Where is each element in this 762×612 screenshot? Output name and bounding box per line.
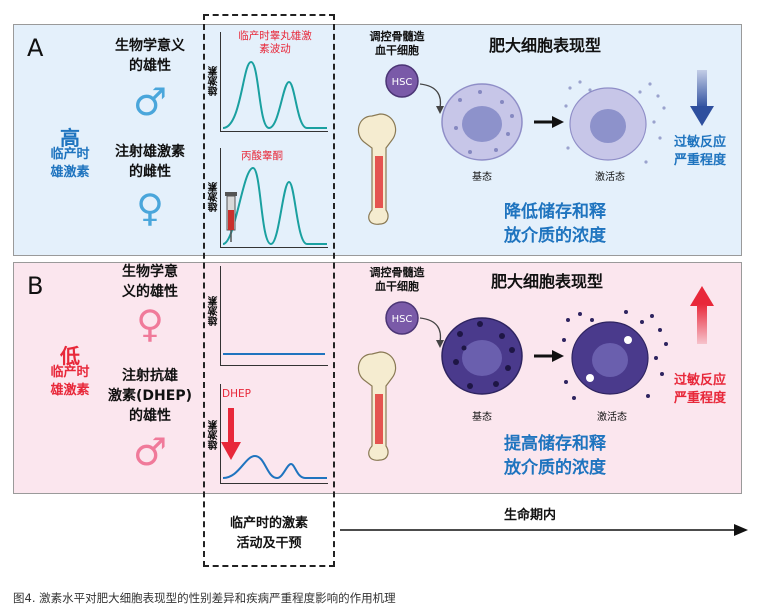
panel-a-group1-label: 生物学意义 的雄性 bbox=[100, 36, 200, 76]
intervention-column bbox=[203, 14, 335, 567]
panel-a-progenitor-line2: 血干细胞 bbox=[375, 44, 419, 57]
mast-cell-icon bbox=[441, 80, 666, 164]
panel-b-state-basal: 基态 bbox=[472, 412, 492, 423]
panel-a-group2-line2: 的雌性 bbox=[129, 164, 171, 180]
hsc-cell-icon: HSC bbox=[384, 300, 420, 340]
panel-a-chart1 bbox=[220, 32, 328, 132]
panel-b-progenitor-line2: 血干细胞 bbox=[375, 280, 419, 293]
panel-a-condition-line1: 临产时 bbox=[50, 147, 90, 162]
down-arrow-icon bbox=[690, 70, 714, 132]
panel-b-description-line1: 提高储存和释 bbox=[504, 434, 606, 454]
panel-a-phenotype-title: 肥大细胞表现型 bbox=[488, 36, 601, 55]
panel-a-chart2-curve bbox=[222, 166, 327, 246]
panel-a-condition-level: 高 bbox=[60, 126, 80, 150]
panel-a-group2-line1: 注射雄激素 bbox=[115, 144, 185, 160]
panel-a-chart1-title-line2: 素波动 bbox=[259, 43, 291, 55]
panel-a-group1-line1: 生物学意义 bbox=[115, 38, 185, 54]
panel-a-chart1-curve bbox=[222, 60, 327, 130]
intervention-line2: 活动及干预 bbox=[236, 536, 302, 551]
female-symbol-icon: ♀ bbox=[136, 302, 164, 346]
panel-a-hsc-label: HSC bbox=[392, 77, 413, 88]
up-arrow-icon bbox=[690, 286, 714, 348]
panel-b-group2-label: 注射抗雄 激素(DHEP) 的雄性 bbox=[100, 366, 200, 426]
panel-b-chart2 bbox=[220, 384, 328, 484]
panel-b-condition-line1: 临产时 bbox=[50, 365, 90, 380]
male-symbol-icon: ♂ bbox=[132, 80, 168, 124]
panel-b-bone-group bbox=[350, 296, 460, 470]
panel-a-chart1-title: 临产时睾丸雄激 素波动 bbox=[220, 30, 330, 56]
panel-a-letter: A bbox=[27, 34, 44, 62]
panel-b-condition-text: 临产时 雄激素 bbox=[30, 364, 110, 400]
panel-b-effect-line1: 过敏反应 bbox=[673, 373, 726, 388]
panel-a-condition-line2: 雄激素 bbox=[50, 165, 90, 180]
panel-a-description-line1: 降低储存和释 bbox=[504, 202, 606, 222]
panel-b-letter: B bbox=[27, 272, 44, 300]
panel-b-condition-line2: 雄激素 bbox=[50, 383, 90, 398]
panel-a-description: 降低储存和释 放介质的浓度 bbox=[460, 200, 650, 248]
hsc-cell-icon: HSC bbox=[384, 63, 420, 103]
panel-b-progenitor-line1: 调控骨髓造 bbox=[369, 266, 425, 279]
female-symbol-icon: ♀ bbox=[136, 186, 164, 230]
femur-bone-icon bbox=[357, 317, 444, 461]
panel-a-chart1-title-line1: 临产时睾丸雄激 bbox=[238, 30, 312, 42]
syringe-icon bbox=[225, 192, 237, 242]
panel-a-state-basal: 基态 bbox=[472, 172, 492, 183]
panel-a-effect: 过敏反应 严重程度 bbox=[664, 134, 736, 170]
panel-b-phenotype-title: 肥大细胞表现型 bbox=[490, 272, 603, 291]
panel-a-mast-cells bbox=[440, 78, 670, 182]
panel-a-description-line2: 放介质的浓度 bbox=[504, 226, 606, 246]
panel-a-bone-group bbox=[350, 60, 460, 234]
panel-b-hsc-label: HSC bbox=[392, 314, 413, 325]
lifespan-arrow bbox=[340, 522, 750, 542]
intervention-line1: 临产时的激素 bbox=[229, 516, 308, 531]
panel-a-effect-line2: 严重程度 bbox=[673, 153, 726, 168]
panel-a-state-activated: 激活态 bbox=[595, 172, 625, 183]
panel-b-group1-line2: 义的雄性 bbox=[122, 284, 178, 300]
panel-b-group1-label: 生物学意 义的雄性 bbox=[100, 262, 200, 302]
figure-caption: 图4. 激素水平对肥大细胞表现型的性别差异和疾病严重程度影响的作用机理 bbox=[13, 591, 396, 605]
lifespan-label: 生命期内 bbox=[503, 508, 556, 523]
male-symbol-icon: ♂ bbox=[132, 430, 168, 474]
panel-b-group2-line2: 激素(DHEP) bbox=[108, 388, 192, 404]
panel-b-chart1-curve bbox=[223, 353, 325, 355]
mast-cell-icon bbox=[441, 310, 668, 400]
panel-a-group2-label: 注射雄激素 的雌性 bbox=[100, 142, 200, 182]
intervention-label: 临产时的激素 活动及干预 bbox=[205, 514, 333, 554]
panel-a-chart2 bbox=[220, 148, 328, 248]
panel-b-effect: 过敏反应 严重程度 bbox=[664, 372, 736, 408]
panel-b-condition-level: 低 bbox=[60, 344, 80, 368]
panel-a-group1-line2: 的雄性 bbox=[129, 58, 171, 74]
panel-b-mast-cells bbox=[440, 310, 670, 414]
panel-b-state-activated: 激活态 bbox=[597, 412, 627, 423]
panel-b-description: 提高储存和释 放介质的浓度 bbox=[460, 432, 650, 480]
panel-a-condition-text: 临产时 雄激素 bbox=[30, 146, 110, 182]
panel-a-progenitor-line1: 调控骨髓造 bbox=[369, 30, 425, 43]
panel-b-chart2-curve bbox=[221, 408, 327, 480]
panel-a-progenitor-label: 调控骨髓造 血干细胞 bbox=[362, 30, 432, 58]
panel-b-effect-line2: 严重程度 bbox=[673, 391, 726, 406]
panel-b-group1-line1: 生物学意 bbox=[122, 264, 178, 280]
panel-b-chart2-title: DHEP bbox=[222, 388, 251, 400]
panel-a-chart2-title: 丙酸睾酮 bbox=[241, 150, 283, 162]
panel-a-effect-line1: 过敏反应 bbox=[673, 135, 726, 150]
panel-b-description-line2: 放介质的浓度 bbox=[504, 458, 606, 478]
panel-b-group2-line3: 的雄性 bbox=[129, 408, 171, 424]
panel-b-progenitor-label: 调控骨髓造 血干细胞 bbox=[360, 266, 434, 294]
panel-b-chart1 bbox=[220, 266, 328, 366]
panel-b-group2-line1: 注射抗雄 bbox=[122, 368, 178, 384]
femur-bone-icon bbox=[357, 83, 444, 225]
